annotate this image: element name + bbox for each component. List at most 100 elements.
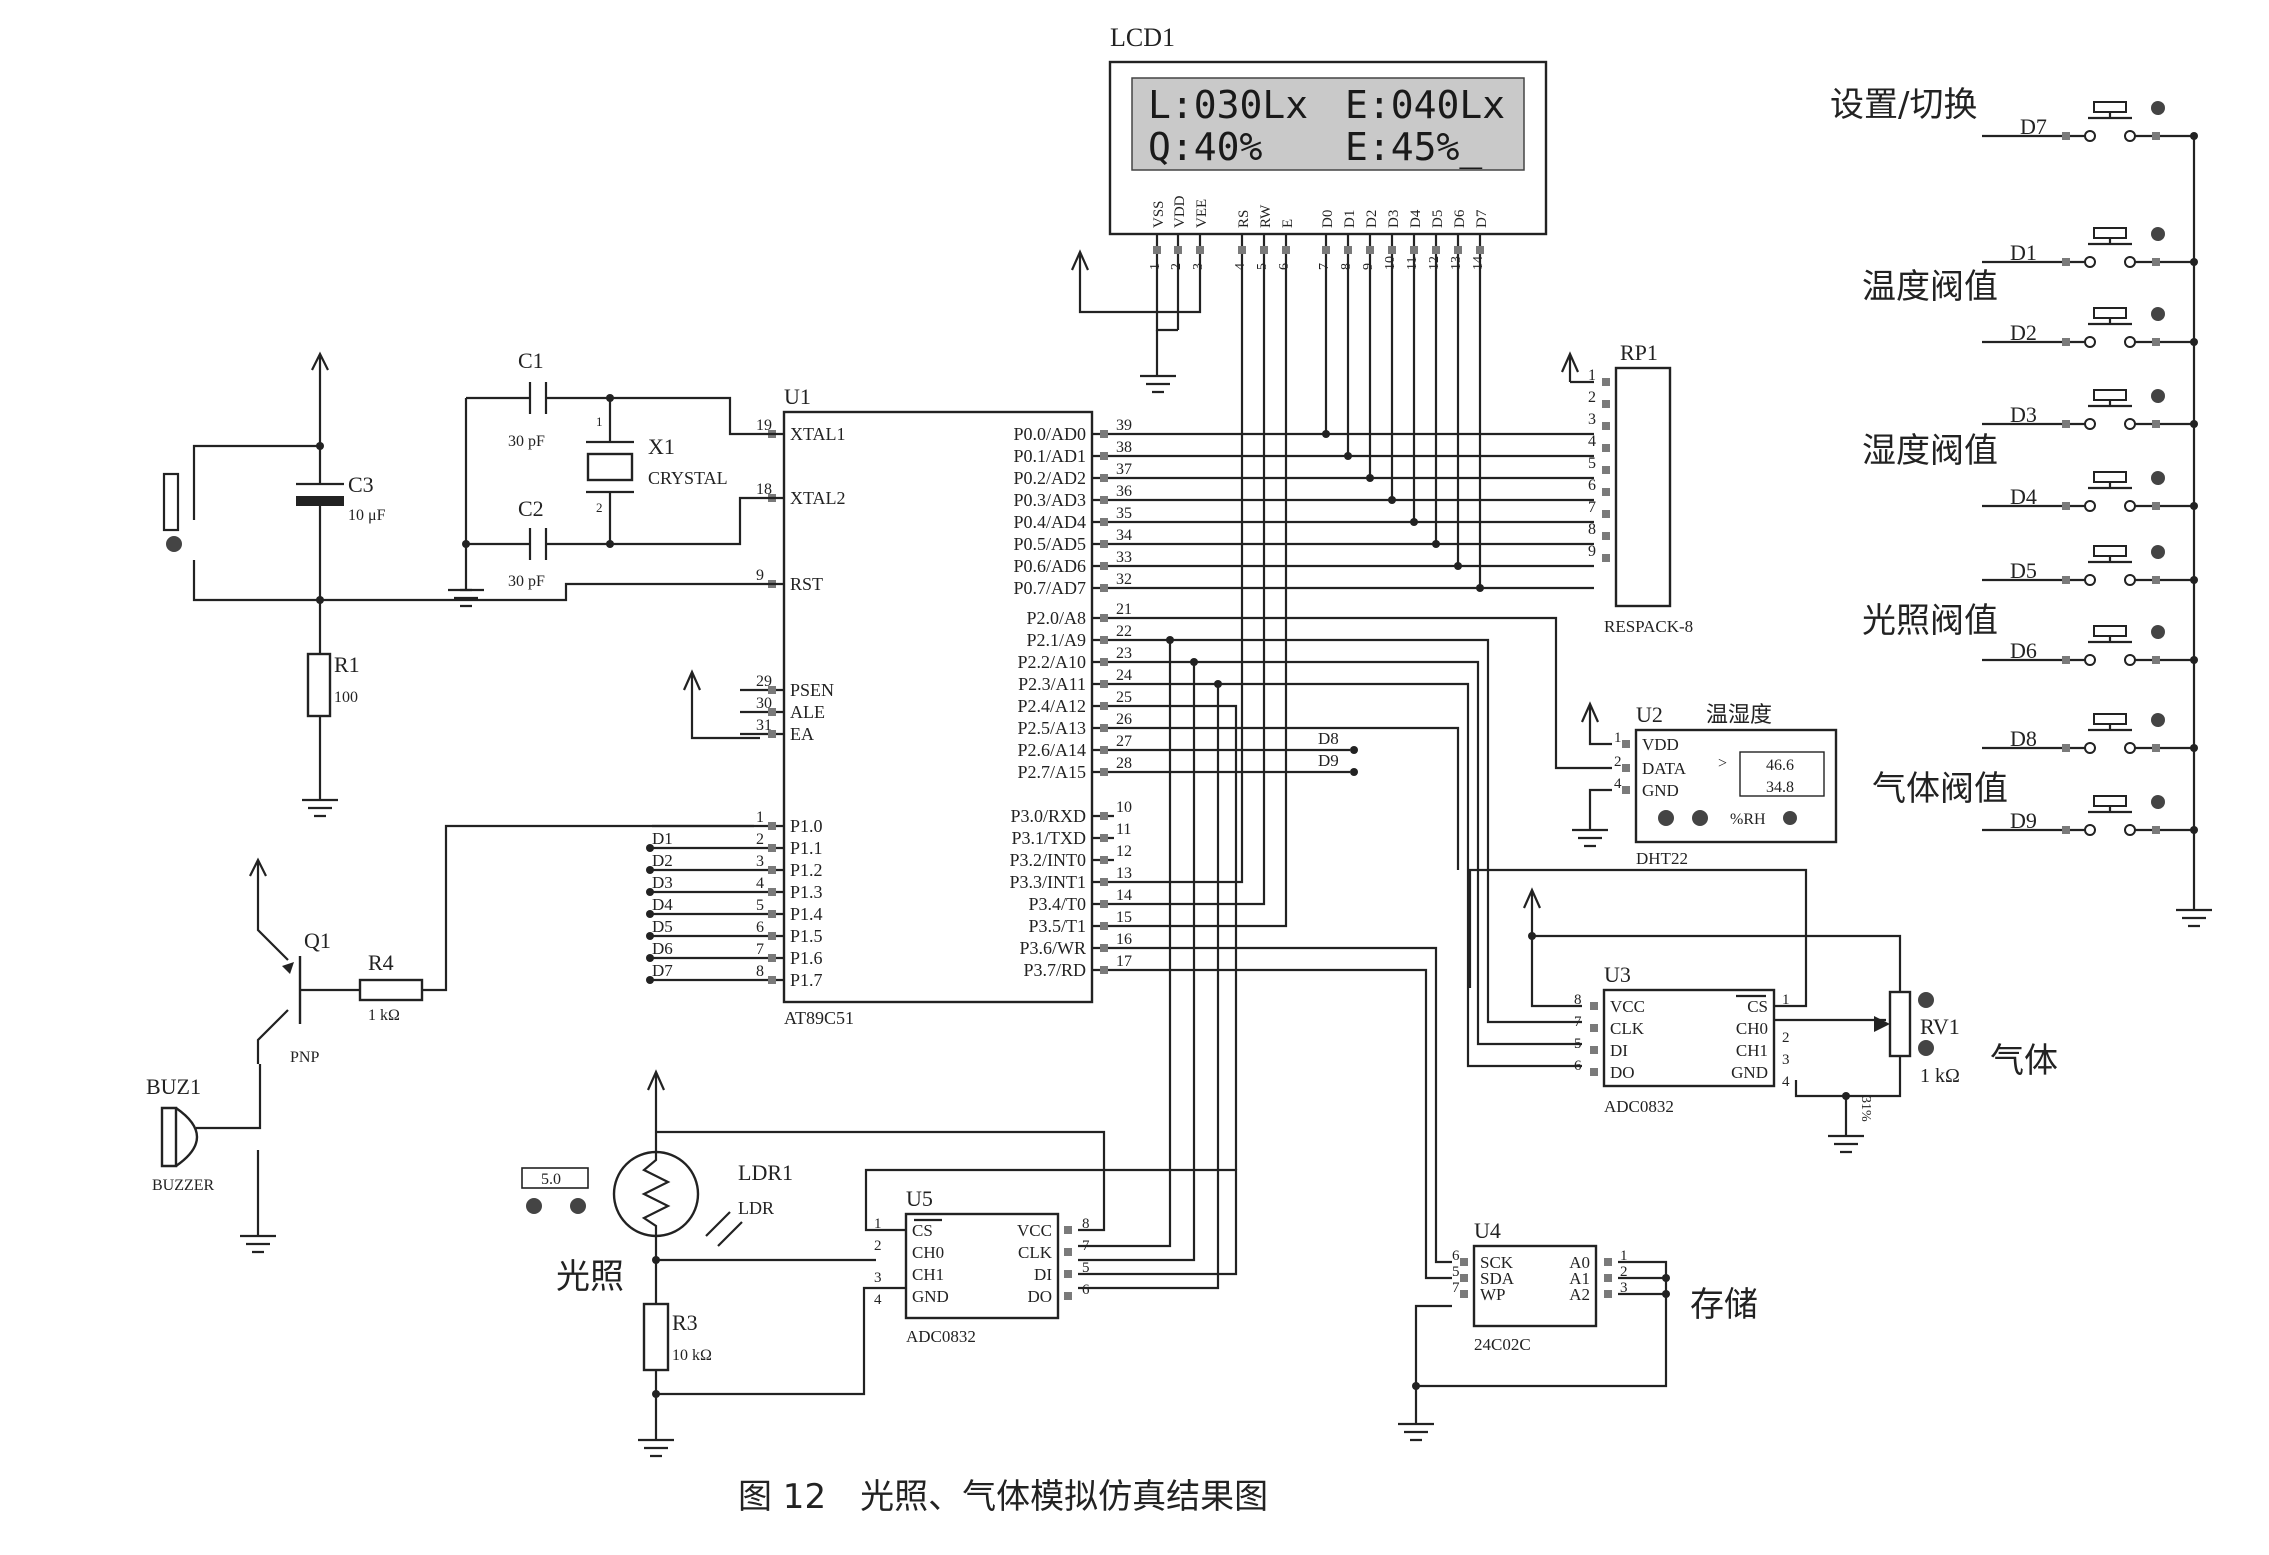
pin-marker bbox=[1602, 378, 1610, 386]
pin-marker bbox=[1590, 1068, 1598, 1076]
pin-marker bbox=[1460, 1274, 1468, 1282]
u3-pin-number: 8 bbox=[1574, 992, 1582, 1008]
c3-ref: C3 bbox=[348, 472, 374, 497]
net-terminal bbox=[1350, 746, 1358, 754]
p2-net-label: D9 bbox=[1318, 751, 1339, 770]
u4-pin-name: WP bbox=[1480, 1285, 1506, 1304]
mcu-pin-name: P0.0/AD0 bbox=[1013, 424, 1086, 444]
mcu-pin-name: P2.2/A10 bbox=[1017, 652, 1086, 672]
mcu-pin-number: 25 bbox=[1116, 689, 1132, 706]
u5-pin-name: DO bbox=[1027, 1287, 1052, 1306]
u4-pin-number: 7 bbox=[1452, 1280, 1460, 1296]
u5-pin-name: GND bbox=[912, 1287, 949, 1306]
lcd-pin-name: E bbox=[1280, 219, 1296, 228]
r3-ref: R3 bbox=[672, 1310, 698, 1335]
r4-body bbox=[358, 978, 424, 1002]
pin-marker bbox=[1100, 562, 1108, 570]
u5-pin-number: 2 bbox=[874, 1238, 882, 1254]
pin-marker bbox=[1590, 1002, 1598, 1010]
mcu-pin-name: P2.1/A9 bbox=[1026, 630, 1086, 650]
button-contact bbox=[2084, 336, 2096, 348]
button-contact bbox=[2124, 130, 2136, 142]
c2-value: 30 pF bbox=[508, 573, 545, 590]
button-net-label: D5 bbox=[2010, 558, 2037, 583]
u4-body bbox=[1472, 1244, 1598, 1328]
pin-marker bbox=[1460, 1258, 1468, 1266]
mcu-pin-number: 13 bbox=[1116, 865, 1132, 882]
lcd-pin-number: 8 bbox=[1339, 263, 1354, 270]
lcd-line2-left: Q:40% bbox=[1148, 125, 1263, 169]
u4-model: 24C02C bbox=[1474, 1335, 1531, 1354]
button-contact bbox=[2124, 418, 2136, 430]
mcu-left-pins: XTAL119XTAL218RST9PSEN29ALE30EA31P1.01P1… bbox=[652, 417, 846, 990]
lcd-pins: VSS1VDD2VEE3RS4RW5E6D07D18D29D310D411D51… bbox=[1148, 195, 1490, 270]
button-contact bbox=[2124, 336, 2136, 348]
pin-marker bbox=[1100, 636, 1108, 644]
u5-pin-name: DI bbox=[1034, 1265, 1052, 1284]
button-contact bbox=[2124, 742, 2136, 754]
pin-marker bbox=[1100, 430, 1108, 438]
mcu-pin-number: 19 bbox=[756, 417, 772, 434]
pin-marker bbox=[1100, 834, 1108, 842]
pin-marker bbox=[1476, 246, 1484, 254]
mcu-pin-number: 21 bbox=[1116, 601, 1132, 618]
junction bbox=[1476, 584, 1484, 592]
button-contact bbox=[2084, 742, 2096, 754]
pin-marker bbox=[768, 708, 776, 716]
dht-pin-name: DATA bbox=[1642, 759, 1687, 778]
dht-pin-name: GND bbox=[1642, 781, 1679, 800]
lcd-pin-name: RS bbox=[1236, 210, 1252, 228]
rp1-pin-number: 4 bbox=[1588, 433, 1596, 450]
mcu-pin-name: P0.1/AD1 bbox=[1013, 446, 1086, 466]
junction bbox=[1344, 452, 1352, 460]
pin-marker bbox=[1100, 614, 1108, 622]
button-cap bbox=[2093, 625, 2127, 637]
u5-pin-number: 8 bbox=[1082, 1216, 1090, 1232]
pin-marker bbox=[768, 822, 776, 830]
dht-pin-number: 4 bbox=[1614, 776, 1622, 792]
mcu-pin-name: P3.2/INT0 bbox=[1010, 850, 1087, 870]
pin-marker bbox=[1590, 1024, 1598, 1032]
u3-pin-name: CH0 bbox=[1736, 1019, 1768, 1038]
button-indicator bbox=[2151, 545, 2165, 559]
u4-ref: U4 bbox=[1474, 1218, 1501, 1243]
button-indicator bbox=[2151, 389, 2165, 403]
mcu-pin-number: 2 bbox=[756, 831, 764, 848]
ldr-body bbox=[612, 1150, 700, 1238]
pin-marker bbox=[1602, 400, 1610, 408]
button-contact bbox=[2124, 654, 2136, 666]
u5-pin-name: CH0 bbox=[912, 1243, 944, 1262]
pin-marker bbox=[1260, 246, 1268, 254]
rp1-ref: RP1 bbox=[1620, 340, 1658, 365]
pin-marker bbox=[1153, 246, 1161, 254]
c3-plate bbox=[296, 496, 344, 506]
junction bbox=[1432, 540, 1440, 548]
lcd-pin-name: D1 bbox=[1342, 210, 1358, 228]
u4-pin-name: A0 bbox=[1569, 1253, 1590, 1272]
p1-net-label: D6 bbox=[652, 939, 673, 958]
pin-marker bbox=[1344, 246, 1352, 254]
mcu-pin-name: P3.5/T1 bbox=[1028, 916, 1086, 936]
pin-marker bbox=[1100, 474, 1108, 482]
mcu-pin-number: 39 bbox=[1116, 417, 1132, 434]
junction bbox=[2190, 826, 2198, 834]
mcu-pin-name: P0.3/AD3 bbox=[1013, 490, 1086, 510]
u4-pin-number: 6 bbox=[1452, 1248, 1460, 1264]
mcu-u1: U1 AT89C51 XTAL119XTAL218RST9PSEN29ALE30… bbox=[652, 384, 1132, 1028]
u5-pin-number: 6 bbox=[1082, 1282, 1090, 1298]
u5-body bbox=[904, 1212, 1060, 1320]
lcd-pin-name: VSS bbox=[1151, 200, 1167, 228]
pin-marker bbox=[2152, 576, 2160, 584]
lcd-pin-name: D4 bbox=[1408, 209, 1424, 228]
u3-ref: U3 bbox=[1604, 962, 1631, 987]
mcu-pin-number: 7 bbox=[756, 941, 764, 958]
lcd-pin-name: VDD bbox=[1172, 195, 1188, 228]
lcd-pin-number: 10 bbox=[1383, 256, 1398, 270]
u4-pin-name: A2 bbox=[1569, 1285, 1590, 1304]
junction bbox=[2190, 744, 2198, 752]
dht-arrow: > bbox=[1718, 755, 1727, 772]
